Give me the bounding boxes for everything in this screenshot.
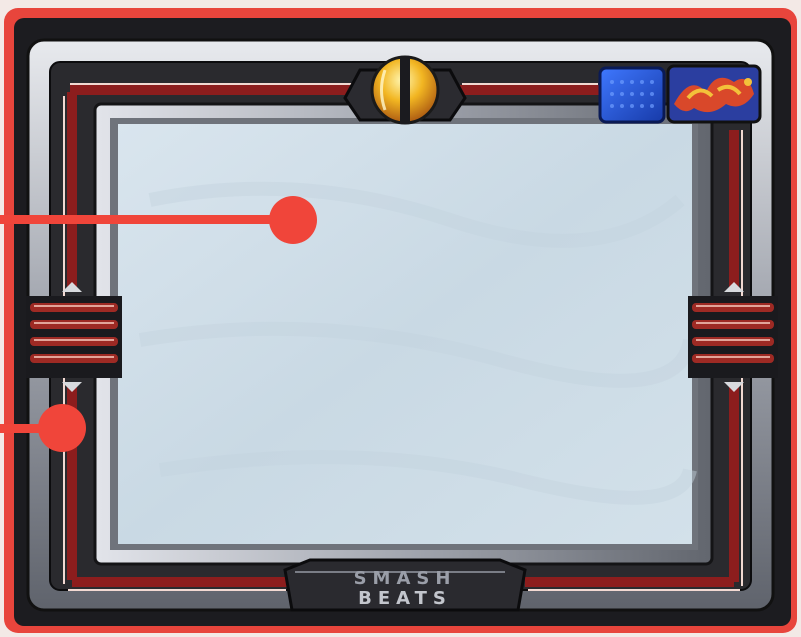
right-vent xyxy=(688,296,778,378)
dragon-crest-icon xyxy=(668,66,760,122)
logo-line-1: SMASH xyxy=(354,568,457,589)
blue-panel-icon xyxy=(600,68,664,122)
logo-line-2: BEATS xyxy=(358,588,452,609)
left-vent xyxy=(26,296,122,378)
